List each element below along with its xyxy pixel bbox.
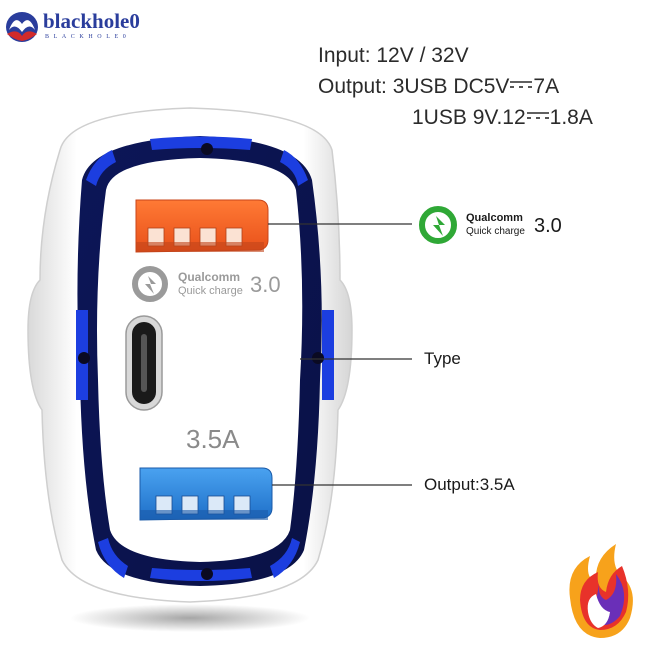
charger-face	[97, 158, 303, 562]
callout-qc-version: 3.0	[534, 215, 562, 237]
led-accent-tl	[86, 150, 116, 186]
brand-name: blackhole0	[43, 9, 140, 33]
usb-pins-orange	[147, 227, 243, 247]
callout-output: Output:3.5A	[424, 475, 515, 494]
brand-logo-icon	[6, 12, 38, 42]
dc-symbol-icon	[510, 81, 533, 89]
led-accent-bottom	[150, 568, 252, 581]
led-accent-bl	[98, 538, 128, 578]
spec-output-line2-suffix: 1.8A	[549, 106, 593, 129]
callout-qc-subtitle: Quick charge	[466, 226, 525, 237]
qualcomm-qc-icon	[419, 206, 457, 244]
usb-pins-blue	[155, 495, 251, 515]
led-accent-top	[150, 136, 252, 150]
ring-dot-bottom	[201, 568, 213, 580]
callout-type: Type	[424, 349, 461, 368]
spec-output-line1: Output: 3USB DC5V 7A	[318, 71, 593, 102]
spec-block: Input: 12V / 32V Output: 3USB DC5V 7A 1US…	[318, 40, 593, 133]
ring-dot-top	[201, 143, 213, 155]
qualcomm-qc-icon	[132, 266, 168, 302]
spec-output-line1-suffix: 7A	[533, 75, 560, 98]
face-qc-subtitle: Quick charge	[178, 285, 243, 297]
floor-shadow	[70, 604, 310, 632]
face-qc-version: 3.0	[250, 272, 281, 297]
led-accent-right	[322, 310, 334, 400]
callout-qc-brand: Qualcomm	[466, 212, 523, 224]
dc-symbol-icon	[526, 112, 549, 120]
ring-dot-left	[78, 352, 90, 364]
ring-dot-right	[312, 352, 324, 364]
spec-output-line2: 1USB 9V.12 1.8A	[318, 102, 593, 133]
spec-output-line2-prefix: 1USB 9V.12	[412, 106, 526, 129]
spec-input: Input: 12V / 32V	[318, 44, 469, 67]
led-accent-br	[270, 538, 300, 578]
brand-subname: BLACKHOLE0	[45, 34, 131, 40]
spec-output-line1-prefix: Output: 3USB DC5V	[318, 75, 510, 98]
led-accent-tr	[280, 150, 308, 186]
face-qc-brand: Qualcomm	[178, 270, 241, 284]
corner-flame-logo-icon	[569, 544, 633, 638]
face-port-label: 3.5A	[186, 424, 240, 454]
usb-c-port-icon	[125, 315, 163, 411]
